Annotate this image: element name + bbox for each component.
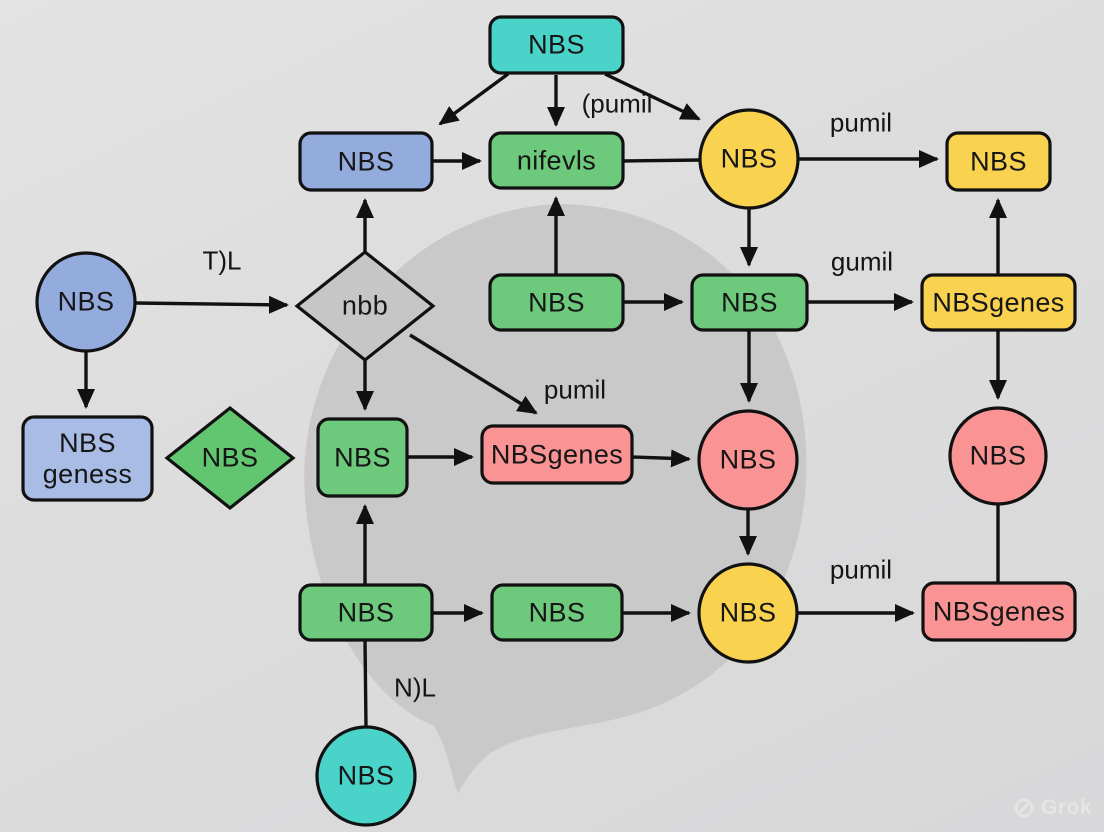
node-nifevls — [488, 131, 625, 190]
node-nbsgenes-yellow — [920, 273, 1077, 332]
grok-logo-icon — [1014, 798, 1034, 818]
edge-teal-top-to-blue-box — [438, 72, 510, 126]
background-blob — [304, 204, 807, 794]
node-nbsgenes-pink-mid — [480, 424, 634, 485]
node-nbs-green-bot-mid — [490, 583, 624, 642]
node-nbs-teal-circle-bot — [315, 725, 417, 827]
node-nbs-geness — [21, 415, 154, 502]
node-nbs-red-circle-right — [948, 406, 1048, 506]
edge-green-bot-left-to-teal-circle — [363, 639, 368, 728]
node-nbs-yellow-circle-top — [698, 108, 800, 210]
node-nbs-teal-top — [488, 15, 625, 75]
node-nbs-green-mid-right — [690, 273, 809, 332]
edge-teal-top-to-yellow-circle — [604, 72, 701, 121]
node-nbs-blue-box — [298, 131, 434, 192]
node-nbs-blue-circle — [35, 251, 137, 353]
node-nbb-diamond — [294, 249, 436, 363]
nodes-layer — [21, 15, 1077, 827]
grok-watermark: Grok — [1013, 796, 1092, 820]
edges-layer — [77, 72, 1007, 728]
node-nbs-yellow-circle-bot — [697, 562, 799, 664]
node-nbs-green-center — [316, 417, 409, 498]
edge-nifevls-to-yellow-circle — [622, 158, 702, 163]
edge-nbsgenes-pink-mid-to-red-circle-mid — [631, 449, 691, 468]
node-nbs-green-bot-left — [298, 583, 434, 642]
node-nbsgenes-pink-bot — [921, 581, 1077, 642]
node-nbs-red-circle-mid — [697, 409, 799, 511]
node-nbs-yellow-box — [945, 131, 1052, 192]
grok-watermark-text: Grok — [1040, 796, 1092, 819]
edge-blue-circle-to-nbb-diamond — [134, 295, 289, 314]
node-nbs-green-diamond — [164, 405, 296, 511]
edge-nbb-diamond-to-nbsgenes-pink-mid — [409, 333, 538, 415]
node-nbs-green-mid-left — [488, 273, 625, 332]
